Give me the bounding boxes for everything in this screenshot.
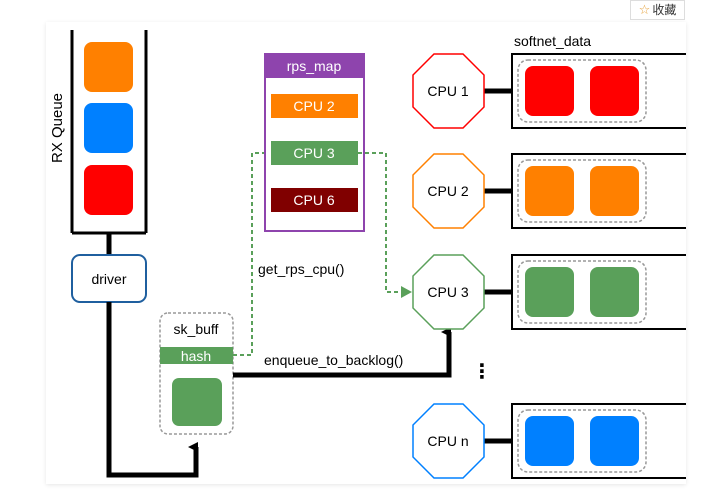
- cpu-3-backlog-frame: [517, 260, 647, 324]
- rx-queue-packet-3: [84, 165, 133, 215]
- cpu-2-packet-1: [525, 166, 574, 216]
- cpu-n-packet-2: [590, 416, 639, 466]
- cpu-3-node: [412, 254, 485, 330]
- cpu-3-packet-2: [590, 267, 639, 317]
- cpu-2-node: [412, 153, 485, 229]
- cpu-1-backlog-queue: [511, 53, 686, 129]
- more-cpus-ellipsis: ⋮: [472, 361, 492, 383]
- hash-label: hash: [181, 348, 211, 364]
- rps-map-entry-1: [271, 94, 358, 118]
- hash-field: [160, 347, 233, 364]
- rps-map-entry-3-label: CPU 6: [293, 192, 334, 208]
- rps-map-entry-3: [271, 188, 358, 212]
- rps-map-entry-1-label: CPU 2: [293, 98, 334, 114]
- cpu-1-packet-1: [525, 66, 574, 116]
- cpu-n-packet-1: [525, 416, 574, 466]
- cpu-row-2: CPU 2: [412, 153, 686, 229]
- enqueue-label: enqueue_to_backlog(): [264, 352, 403, 368]
- cpu-1-packet-2: [590, 66, 639, 116]
- favorite-button[interactable]: ☆ 收藏: [630, 0, 685, 20]
- cpu-2-backlog-frame: [517, 159, 647, 223]
- rx-queue-packet-2: [84, 103, 133, 153]
- cpu-n-backlog-queue: [511, 403, 686, 479]
- rps-map-title: rps_map: [287, 58, 342, 74]
- rpsmap-to-cpu3-arrow: [358, 152, 402, 293]
- rpsmap-to-cpu3-arrowhead: [401, 286, 412, 298]
- cpu-n-label: CPU n: [427, 433, 468, 449]
- driver-label: driver: [91, 271, 126, 287]
- star-outline-icon: ☆: [638, 2, 651, 17]
- cpu-2-backlog-queue: [511, 153, 686, 229]
- skbuff-label: sk_buff: [174, 321, 219, 337]
- driver-to-skbuff-arrow: [106, 302, 199, 478]
- cpu-row-1: CPU 1: [412, 53, 686, 129]
- cpu-row-3: CPU 3: [412, 254, 686, 330]
- diagram-card: [46, 22, 686, 484]
- softnet-data-label: softnet_data: [514, 33, 591, 49]
- driver-box: driver: [71, 254, 147, 303]
- cpu-n-node: [412, 403, 485, 479]
- rps-map-header: [265, 54, 364, 78]
- cpu-2-label: CPU 2: [427, 183, 468, 199]
- rx-queue-label: RX Queue: [49, 93, 66, 163]
- cpu-n-backlog-frame: [517, 409, 647, 473]
- rx-queue-packet-1: [84, 42, 133, 92]
- rps-map: rps_map CPU 2 CPU 3 CPU 6: [264, 53, 365, 232]
- rps-map-entry-2: [271, 141, 358, 165]
- cpu-3-label: CPU 3: [427, 284, 468, 300]
- cpu-1-node: [412, 53, 485, 129]
- skbuff-packet: [172, 378, 222, 426]
- cpu-1-backlog-frame: [517, 59, 647, 123]
- cpu-row-n: CPU n: [412, 403, 686, 479]
- favorite-label: 收藏: [652, 3, 677, 17]
- rps-map-entry-2-label: CPU 3: [293, 145, 334, 161]
- rx-queue: RX Queue: [49, 30, 148, 235]
- get-rps-cpu-label: get_rps_cpu(): [258, 261, 344, 277]
- enqueue-arrow: [233, 327, 452, 378]
- hash-to-rpsmap-arrow: [233, 152, 268, 356]
- cpu-2-packet-2: [590, 166, 639, 216]
- cpu-3-backlog-queue: [511, 254, 686, 330]
- cpu-3-packet-1: [525, 267, 574, 317]
- skbuff-box: sk_buff hash: [159, 312, 234, 435]
- cpu-1-label: CPU 1: [427, 83, 468, 99]
